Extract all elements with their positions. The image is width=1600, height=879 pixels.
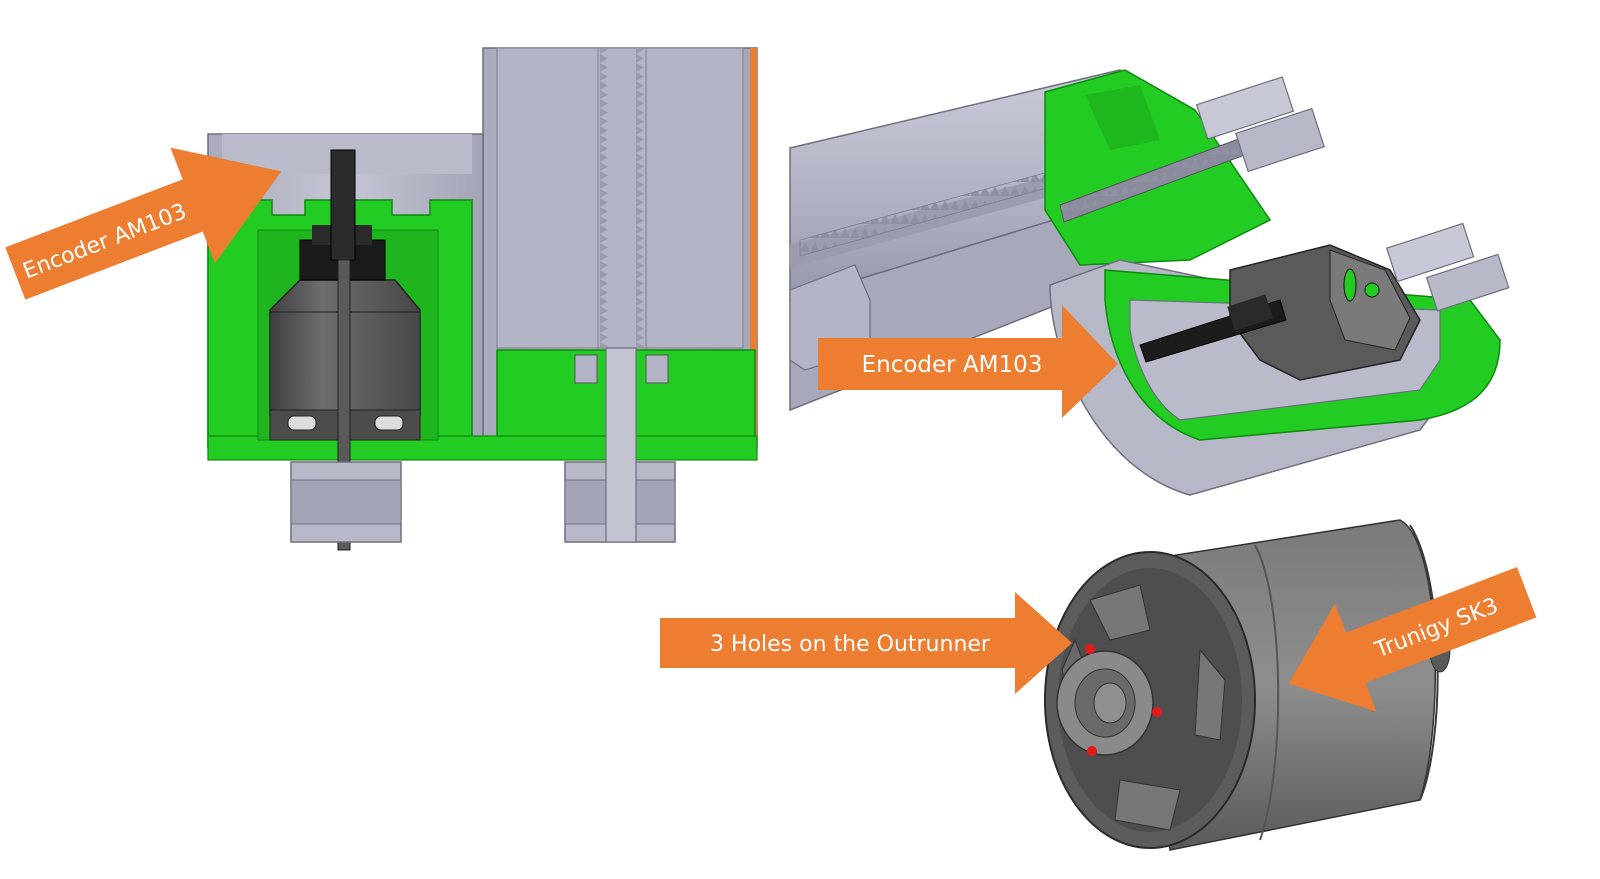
arrow-shape — [818, 305, 1118, 418]
arrow-shape — [5, 147, 282, 300]
callout-encoder-right: Encoder AM103 — [818, 305, 1118, 418]
outrunner-hole-marker — [1152, 707, 1162, 717]
outrunner-motor-view — [1044, 519, 1451, 851]
callout-label: Encoder AM103 — [862, 352, 1043, 378]
left-section-view — [207, 47, 758, 551]
outrunner-hole-marker — [1085, 644, 1095, 654]
arrow-shape — [660, 592, 1072, 694]
callout-label: 3 Holes on the Outrunner — [710, 632, 991, 657]
callout-outrunner-holes: 3 Holes on the Outrunner — [660, 592, 1072, 694]
arrow-shape — [1288, 566, 1537, 712]
outrunner-hole-marker — [1087, 746, 1097, 756]
isometric-cutaway-view — [789, 69, 1510, 496]
